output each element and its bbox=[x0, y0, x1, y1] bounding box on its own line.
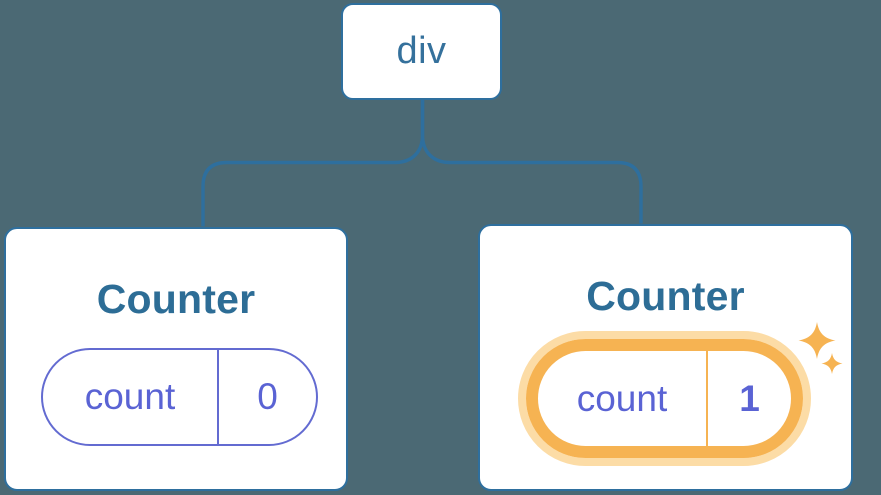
counter-node-left: Counter count 0 bbox=[4, 227, 348, 491]
state-pill-count-0: count 0 bbox=[41, 348, 318, 446]
state-value-cell: 1 bbox=[708, 351, 791, 446]
counter-title: Counter bbox=[586, 273, 745, 319]
state-value-cell: 0 bbox=[219, 350, 316, 444]
root-node-div: div bbox=[341, 3, 502, 100]
state-pill-count-1: count 1 bbox=[526, 339, 803, 458]
state-key-label: count bbox=[576, 377, 668, 419]
connector-right-branch bbox=[420, 100, 643, 224]
root-node-label: div bbox=[396, 30, 447, 72]
state-key-cell: count bbox=[538, 351, 708, 446]
state-value-label: 0 bbox=[257, 376, 278, 417]
state-pill-highlight-halo: count 1 bbox=[518, 331, 811, 466]
counter-title: Counter bbox=[96, 276, 256, 322]
state-value-label: 1 bbox=[739, 377, 760, 419]
state-key-label: count bbox=[84, 376, 176, 417]
connector-left-branch bbox=[201, 100, 425, 227]
state-key-cell: count bbox=[43, 350, 219, 444]
counter-node-right: Counter count 1 bbox=[478, 224, 853, 491]
